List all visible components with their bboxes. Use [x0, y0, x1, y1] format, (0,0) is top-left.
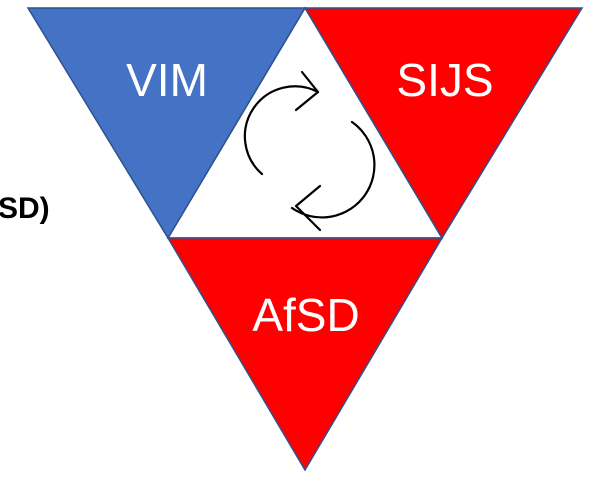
sijs-label: SIJS: [396, 54, 493, 106]
afsd-triangle: [166, 237, 444, 472]
afsd-label: AfSD: [252, 289, 359, 341]
sijs-triangle: [303, 7, 584, 240]
vim-label: VIM: [126, 54, 208, 106]
cycle-arrows-icon: [243, 70, 376, 232]
partial-label: SD): [0, 192, 50, 225]
vim-triangle: [26, 7, 307, 240]
